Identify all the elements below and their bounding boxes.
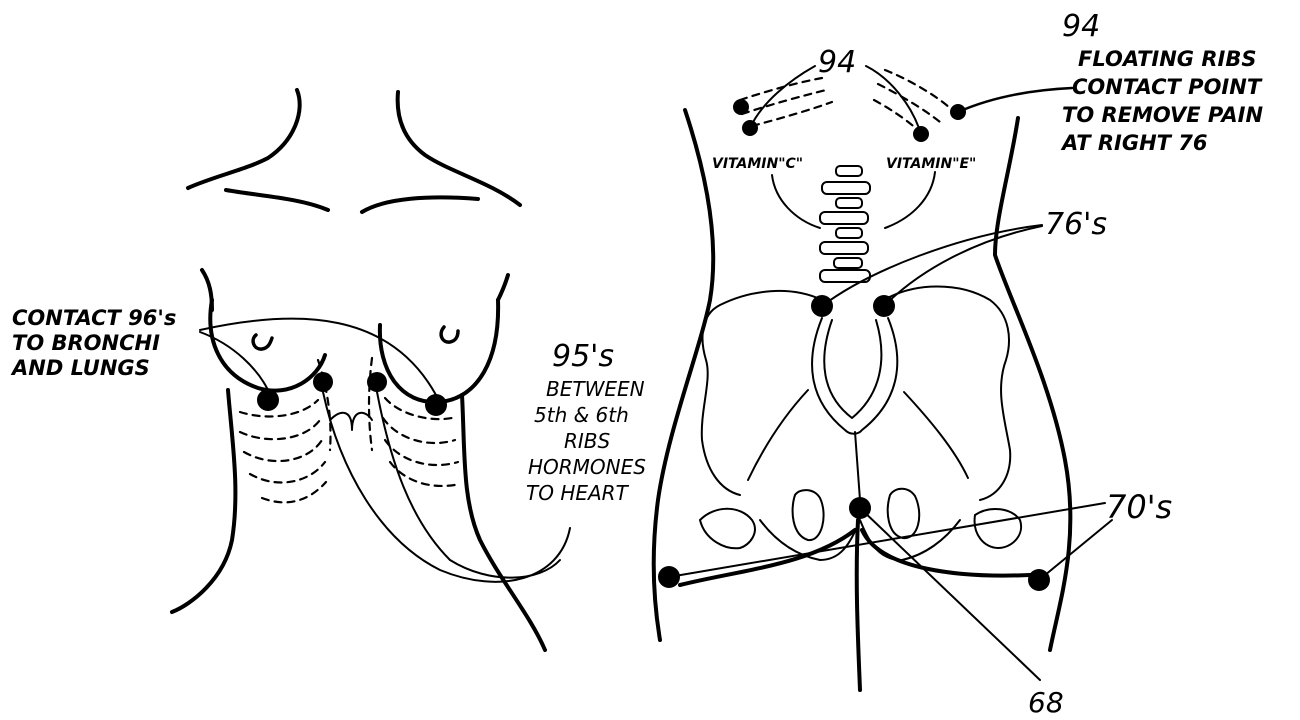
hip-socket-left xyxy=(700,509,755,549)
sacrum-inner xyxy=(824,320,881,418)
floating-rib-left-2 xyxy=(742,90,826,114)
label-contact-96-line-2: TO BRONCHI xyxy=(12,331,160,355)
right-rib-2 xyxy=(383,418,455,443)
label-68: 68 xyxy=(1028,686,1064,719)
lumbar-spine xyxy=(820,166,870,282)
iliac-wing-right xyxy=(904,392,968,478)
label-94-note-line-2: CONTACT POINT xyxy=(1072,75,1263,99)
costal-arch xyxy=(330,413,372,430)
label-95: 95's BETWEEN 5th & 6th RIBS HORMONES TO … xyxy=(526,339,646,505)
obturator-left xyxy=(793,490,824,540)
back-right-outline xyxy=(995,118,1070,650)
floating-rib-right-2 xyxy=(878,84,940,122)
label-94-note-line-4: AT RIGHT 76 xyxy=(1060,131,1208,155)
label-95-line-1: BETWEEN xyxy=(546,377,645,401)
left-clavicle xyxy=(226,190,328,210)
iliac-wing-left xyxy=(748,390,808,480)
left-rib-3 xyxy=(244,440,322,461)
vitamin-c-arc xyxy=(772,175,820,228)
leader-76-right xyxy=(884,226,1042,306)
leader-96-left xyxy=(200,332,268,390)
right-clavicle xyxy=(362,197,478,212)
label-94-note-line-1: FLOATING RIBS xyxy=(1078,47,1256,71)
label-contact-96: CONTACT 96's TO BRONCHI AND LUNGS xyxy=(10,306,176,380)
right-torso-side xyxy=(462,395,545,650)
right-armpit xyxy=(498,275,508,300)
obturator-right xyxy=(888,489,919,538)
right-nipple xyxy=(441,327,458,342)
right-rib-4 xyxy=(390,462,460,486)
point-96-right[interactable] xyxy=(425,394,447,416)
left-torso-side xyxy=(172,390,235,612)
label-contact-96-line-1: CONTACT 96's xyxy=(12,306,176,330)
gluteal-fold-left xyxy=(680,530,855,585)
label-76: 76's xyxy=(1045,207,1107,242)
right-sternum-edge xyxy=(369,358,372,450)
neck-left-outline xyxy=(188,90,300,188)
label-94-note: 94 FLOATING RIBS CONTACT POINT TO REMOVE… xyxy=(1060,9,1263,155)
front-torso-figure xyxy=(172,90,570,650)
point-96-left[interactable] xyxy=(257,389,279,411)
sacrum-midline xyxy=(855,432,860,500)
label-95-line-5: TO HEART xyxy=(526,481,630,505)
left-rib-4 xyxy=(250,462,325,483)
back-left-outline xyxy=(654,110,713,640)
left-nipple xyxy=(253,335,272,349)
iliac-crest-right xyxy=(884,287,1010,501)
label-94-center: 94 xyxy=(818,45,856,80)
label-vitamin-e: VITAMIN"E" xyxy=(886,156,976,172)
label-94-note-number: 94 xyxy=(1062,9,1100,44)
label-95-line-2: 5th & 6th xyxy=(534,403,629,427)
label-94-note-line-3: TO REMOVE PAIN xyxy=(1062,103,1263,127)
label-95-title: 95's xyxy=(552,339,614,374)
left-rib-5 xyxy=(262,482,326,502)
leader-94-note xyxy=(958,88,1072,112)
point-94-left-upper[interactable] xyxy=(733,99,749,115)
leader-70-right xyxy=(1039,520,1112,580)
label-95-line-3: RIBS xyxy=(564,429,611,453)
point-95-right[interactable] xyxy=(367,372,387,392)
point-95-left[interactable] xyxy=(313,372,333,392)
left-rib-2 xyxy=(240,420,320,439)
pubic-arch xyxy=(760,520,960,560)
hip-socket-right xyxy=(975,509,1022,548)
label-vitamin-c: VITAMIN"C" xyxy=(712,156,803,172)
right-rib-3 xyxy=(385,440,458,465)
label-contact-96-line-3: AND LUNGS xyxy=(10,356,150,380)
neck-right-outline xyxy=(398,92,520,205)
label-95-line-4: HORMONES xyxy=(528,455,646,479)
right-breast xyxy=(380,300,498,402)
label-70: 70's xyxy=(1106,488,1172,526)
leader-68 xyxy=(860,508,1040,680)
vitamin-e-arc xyxy=(885,172,935,228)
left-rib-1 xyxy=(240,400,318,416)
